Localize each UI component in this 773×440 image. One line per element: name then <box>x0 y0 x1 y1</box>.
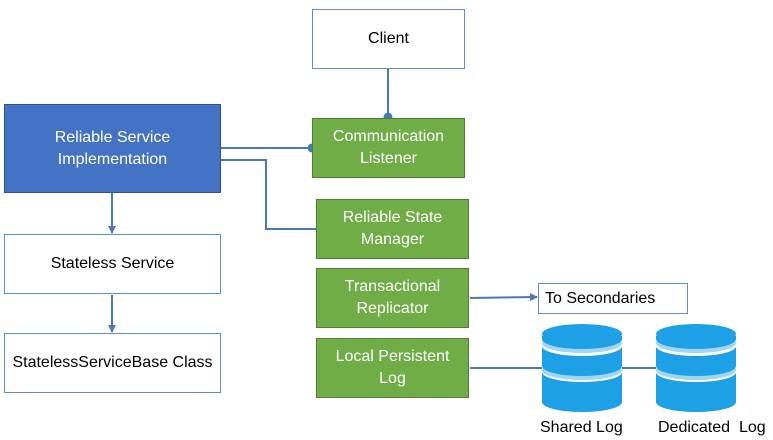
dedicated-log-icon <box>656 324 736 412</box>
stateless-service-base-class-box: StatelessServiceBase Class <box>4 333 221 393</box>
local-persistent-log-label: Local Persistent Log <box>335 348 450 387</box>
impl-statemanager-connector <box>221 159 316 230</box>
shared-log-icon <box>542 324 622 412</box>
communication-listener-label: Communication Listener <box>332 128 445 167</box>
stateless-service-box: Stateless Service <box>4 234 221 294</box>
transactional-replicator-box: Transactional Replicator <box>316 268 469 328</box>
dedicated-log-label: Dedicated Log <box>658 419 766 436</box>
to-secondaries-box: To Secondaries <box>538 283 688 314</box>
transactional-replicator-label: Transactional Replicator <box>344 278 441 317</box>
reliable-state-manager-label: Reliable State Manager <box>342 209 443 248</box>
shared-log-label: Shared Log <box>540 419 623 436</box>
local-persistent-log-box: Local Persistent Log <box>316 338 469 398</box>
replicator-secondaries-arrow <box>469 293 538 302</box>
reliable-state-manager-box: Reliable State Manager <box>316 199 469 259</box>
communication-listener-box: Communication Listener <box>312 118 465 178</box>
reliable-service-implementation-label: Reliable Service Implementation <box>54 128 171 168</box>
stateless-service-base-class-label: StatelessServiceBase Class <box>12 354 213 371</box>
stateless-service-label: Stateless Service <box>50 255 175 272</box>
client-box: Client <box>312 9 465 69</box>
to-secondaries-label: To Secondaries <box>545 289 656 307</box>
reliable-service-implementation-box: Reliable Service Implementation <box>4 104 221 193</box>
client-label: Client <box>368 30 409 47</box>
